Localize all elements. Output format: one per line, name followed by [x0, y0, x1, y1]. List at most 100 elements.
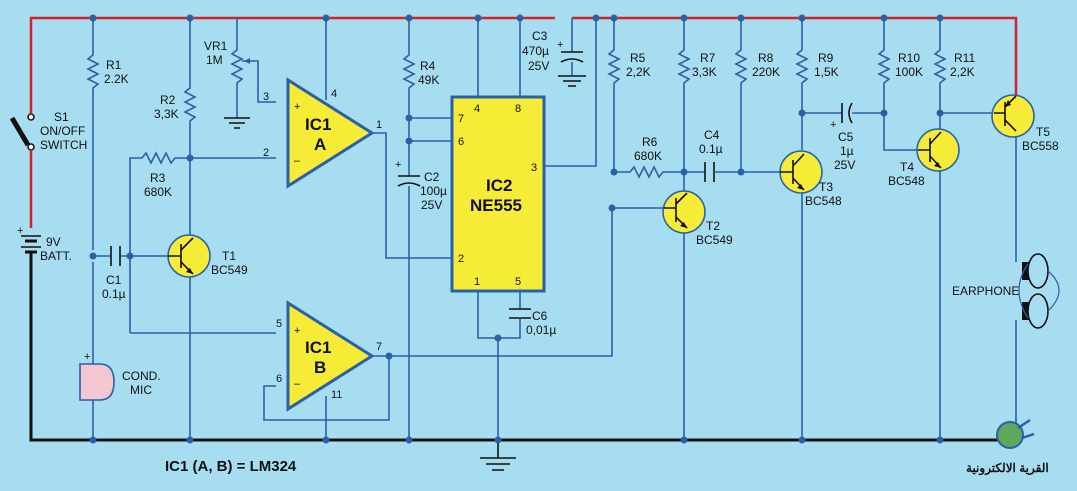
t5-transistor: T5 BC558	[991, 94, 1059, 425]
c5-value: 1µ	[840, 144, 854, 158]
battery: + 9V BATT.	[17, 225, 72, 270]
svg-text:+: +	[294, 101, 300, 113]
c5-name: C5	[838, 130, 854, 144]
t1-transistor: T1 BC549	[167, 234, 248, 440]
svg-text:+: +	[557, 39, 563, 51]
earphone-label: EARPHONE	[952, 284, 1019, 298]
c3-voltage: 25V	[528, 59, 549, 73]
s1-line2: SWITCH	[40, 138, 87, 152]
earphone: EARPHONE	[952, 253, 1060, 329]
c4-capacitor: C4 0.1µ	[699, 128, 780, 182]
ic1b-pin-out: 7	[376, 341, 382, 353]
c2-value: 100µ	[420, 184, 447, 198]
positive-supply-rail	[29, 16, 1018, 113]
r4-value: 49K	[418, 73, 439, 87]
ic1b-pin-plus: 5	[276, 318, 282, 330]
ic1b-pin-minus: 6	[276, 373, 282, 385]
ic2-pin-2: 2	[458, 253, 464, 265]
r4-resistor: R4 49K	[402, 18, 452, 440]
r2-value: 3,3K	[154, 107, 179, 121]
c1-capacitor: C1 0.1µ	[93, 246, 168, 301]
ic2-pin-8: 8	[515, 103, 521, 115]
ic1b-opamp: + – IC1 B 5 6 7 11	[263, 208, 613, 440]
ic2-ne555: IC2 NE555 4 8 7 6 3 2 1 5	[450, 18, 597, 440]
r9-value: 1,5K	[814, 65, 839, 79]
r1-name: R1	[106, 58, 122, 72]
t3-transistor: T3 BC548	[779, 150, 842, 440]
ic2-pin-5: 5	[515, 276, 521, 288]
ic1b-line1: IC1	[305, 338, 331, 357]
t1-part: BC549	[211, 263, 248, 277]
r5-resistor: R5 2,2K	[607, 18, 705, 179]
ic1a-line2: A	[314, 135, 326, 154]
battery-line1: 9V	[46, 235, 61, 249]
t3-name: T3	[819, 180, 833, 194]
c2-name: C2	[424, 170, 440, 184]
t4-transistor: T4 BC548	[888, 128, 960, 440]
t4-name: T4	[900, 160, 914, 174]
vr1-name: VR1	[204, 39, 228, 53]
ic2-line2: NE555	[470, 196, 522, 215]
ic2-pin-7: 7	[458, 113, 464, 125]
ic1a-opamp: + – IC1 A 3 2 1 4	[263, 18, 452, 259]
vr1-potentiometer: VR1 1M	[204, 18, 276, 129]
r5-value: 2,2K	[626, 65, 651, 79]
r7-name: R7	[700, 51, 716, 65]
r3-resistor: R3 680K	[129, 151, 276, 333]
t1-name: T1	[222, 249, 236, 263]
svg-text:+: +	[84, 351, 90, 363]
svg-text:+: +	[17, 225, 23, 237]
c1-name: C1	[106, 273, 122, 287]
ic1a-pin-minus: 2	[263, 147, 269, 159]
r10-resistor: R10 100K	[877, 18, 923, 151]
t4-part: BC548	[888, 174, 925, 188]
c3-value: 470µ	[522, 44, 549, 58]
t5-name: T5	[1036, 125, 1050, 139]
c6-value: 0,01µ	[526, 323, 556, 337]
svg-text:+: +	[294, 325, 300, 337]
r9-name: R9	[818, 51, 834, 65]
c6-name: C6	[532, 309, 548, 323]
t2-transistor: T2 BC549	[612, 18, 733, 440]
r3-name: R3	[150, 171, 166, 185]
c6-capacitor: C6 0,01µ	[509, 308, 556, 337]
ic2-line1: IC2	[486, 176, 512, 195]
c2-voltage: 25V	[421, 198, 442, 212]
r8-resistor: R8 220K	[734, 18, 780, 172]
r3-value: 680K	[144, 185, 172, 199]
ground-rail	[29, 270, 1018, 442]
t3-part: BC548	[805, 194, 842, 208]
c3-name: C3	[532, 29, 548, 43]
svg-text:+: +	[395, 159, 401, 171]
r7-resistor: R7 3,3K	[692, 51, 717, 79]
mic-line2: MIC	[130, 383, 152, 397]
svg-text:+: +	[830, 119, 836, 131]
r10-name: R10	[898, 51, 920, 65]
s1-name: S1	[54, 110, 69, 124]
c4-name: C4	[704, 128, 720, 142]
ground-symbol	[480, 440, 516, 471]
c4-value: 0.1µ	[699, 142, 723, 156]
c3-capacitor: + C3 470µ 25V	[522, 18, 586, 87]
c5-capacitor: + C5 1µ 25V	[802, 102, 884, 172]
r6-name: R6	[642, 135, 658, 149]
svg-text:–: –	[294, 378, 301, 390]
c5-voltage: 25V	[834, 158, 855, 172]
ic1a-pin-out: 1	[376, 119, 382, 131]
r6-value: 680K	[634, 149, 662, 163]
r1-resistor: R1 2.2K	[86, 18, 129, 365]
r4-name: R4	[420, 59, 436, 73]
r10-value: 100K	[895, 65, 923, 79]
r5-name: R5	[630, 51, 646, 65]
r1-value: 2.2K	[104, 72, 129, 86]
s1-switch: S1 ON/OFF SWITCH	[9, 110, 87, 228]
mic-line1: COND.	[122, 369, 161, 383]
r7-value: 3,3K	[692, 65, 717, 79]
r8-value: 220K	[752, 65, 780, 79]
s1-line1: ON/OFF	[40, 124, 85, 138]
ic2-pin-1: 1	[474, 276, 480, 288]
ic1b-pin-gnd: 11	[331, 389, 342, 401]
ic1a-pin-vcc: 4	[331, 88, 337, 100]
